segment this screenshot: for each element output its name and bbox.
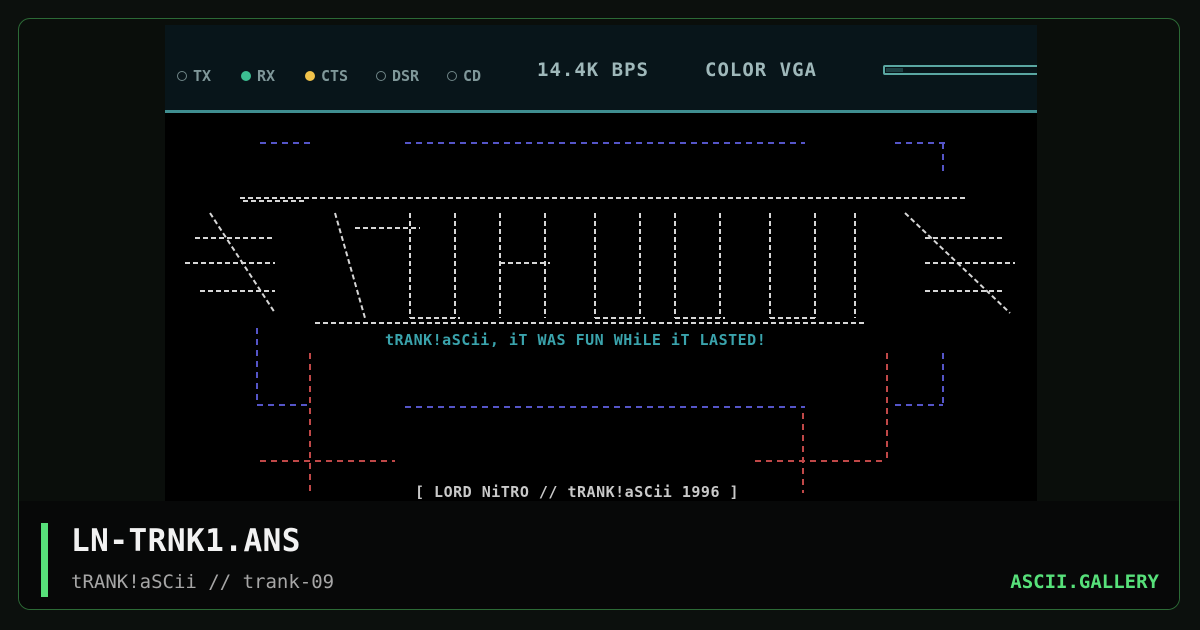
artwork-logo bbox=[185, 197, 1015, 324]
led-tx-label: TX bbox=[193, 67, 212, 85]
led-dsr: DSR bbox=[376, 67, 419, 85]
terminal-screen: TX RX CTS DSR CD 14.4K BPS COLOR VGA bbox=[165, 25, 1037, 505]
led-rx-indicator-icon bbox=[241, 71, 251, 81]
led-cd-label: CD bbox=[463, 67, 482, 85]
led-tx-indicator-icon bbox=[177, 71, 187, 81]
led-rx: RX bbox=[241, 67, 275, 85]
site-brand[interactable]: ASCII.GALLERY bbox=[1010, 571, 1159, 593]
transfer-progress-fill bbox=[886, 68, 903, 72]
gallery-card: TX RX CTS DSR CD 14.4K BPS COLOR VGA bbox=[18, 18, 1180, 610]
artwork-title: LN-TRNK1.ANS bbox=[71, 523, 301, 559]
led-tx: TX bbox=[177, 67, 211, 85]
led-cd-indicator-icon bbox=[447, 71, 457, 81]
artwork-tagline: tRANK!aSCii, iT WAS FUN WHiLE iT LASTED! bbox=[385, 331, 767, 349]
artwork-credit: [ LORD NiTRO // tRANK!aSCii 1996 ] bbox=[415, 483, 740, 501]
modem-status-bar: TX RX CTS DSR CD 14.4K BPS COLOR VGA bbox=[165, 25, 1037, 113]
artwork-blue-frame bbox=[256, 142, 945, 408]
led-cts: CTS bbox=[305, 67, 348, 85]
artwork-subtitle: tRANK!aSCii // trank-09 bbox=[71, 571, 335, 593]
led-dsr-label: DSR bbox=[392, 67, 420, 85]
led-rx-label: RX bbox=[257, 67, 276, 85]
transfer-progress-bar bbox=[883, 65, 1037, 75]
display-mode: COLOR VGA bbox=[705, 59, 817, 81]
baud-rate: 14.4K BPS bbox=[537, 59, 649, 81]
accent-bar bbox=[41, 523, 48, 597]
led-cd: CD bbox=[447, 67, 481, 85]
led-cts-indicator-icon bbox=[305, 71, 315, 81]
led-cts-label: CTS bbox=[321, 67, 349, 85]
artwork-red-frame bbox=[260, 353, 888, 493]
led-dsr-indicator-icon bbox=[376, 71, 386, 81]
ansi-artwork bbox=[185, 142, 1015, 493]
caption-bar: LN-TRNK1.ANS tRANK!aSCii // trank-09 ASC… bbox=[19, 501, 1179, 609]
